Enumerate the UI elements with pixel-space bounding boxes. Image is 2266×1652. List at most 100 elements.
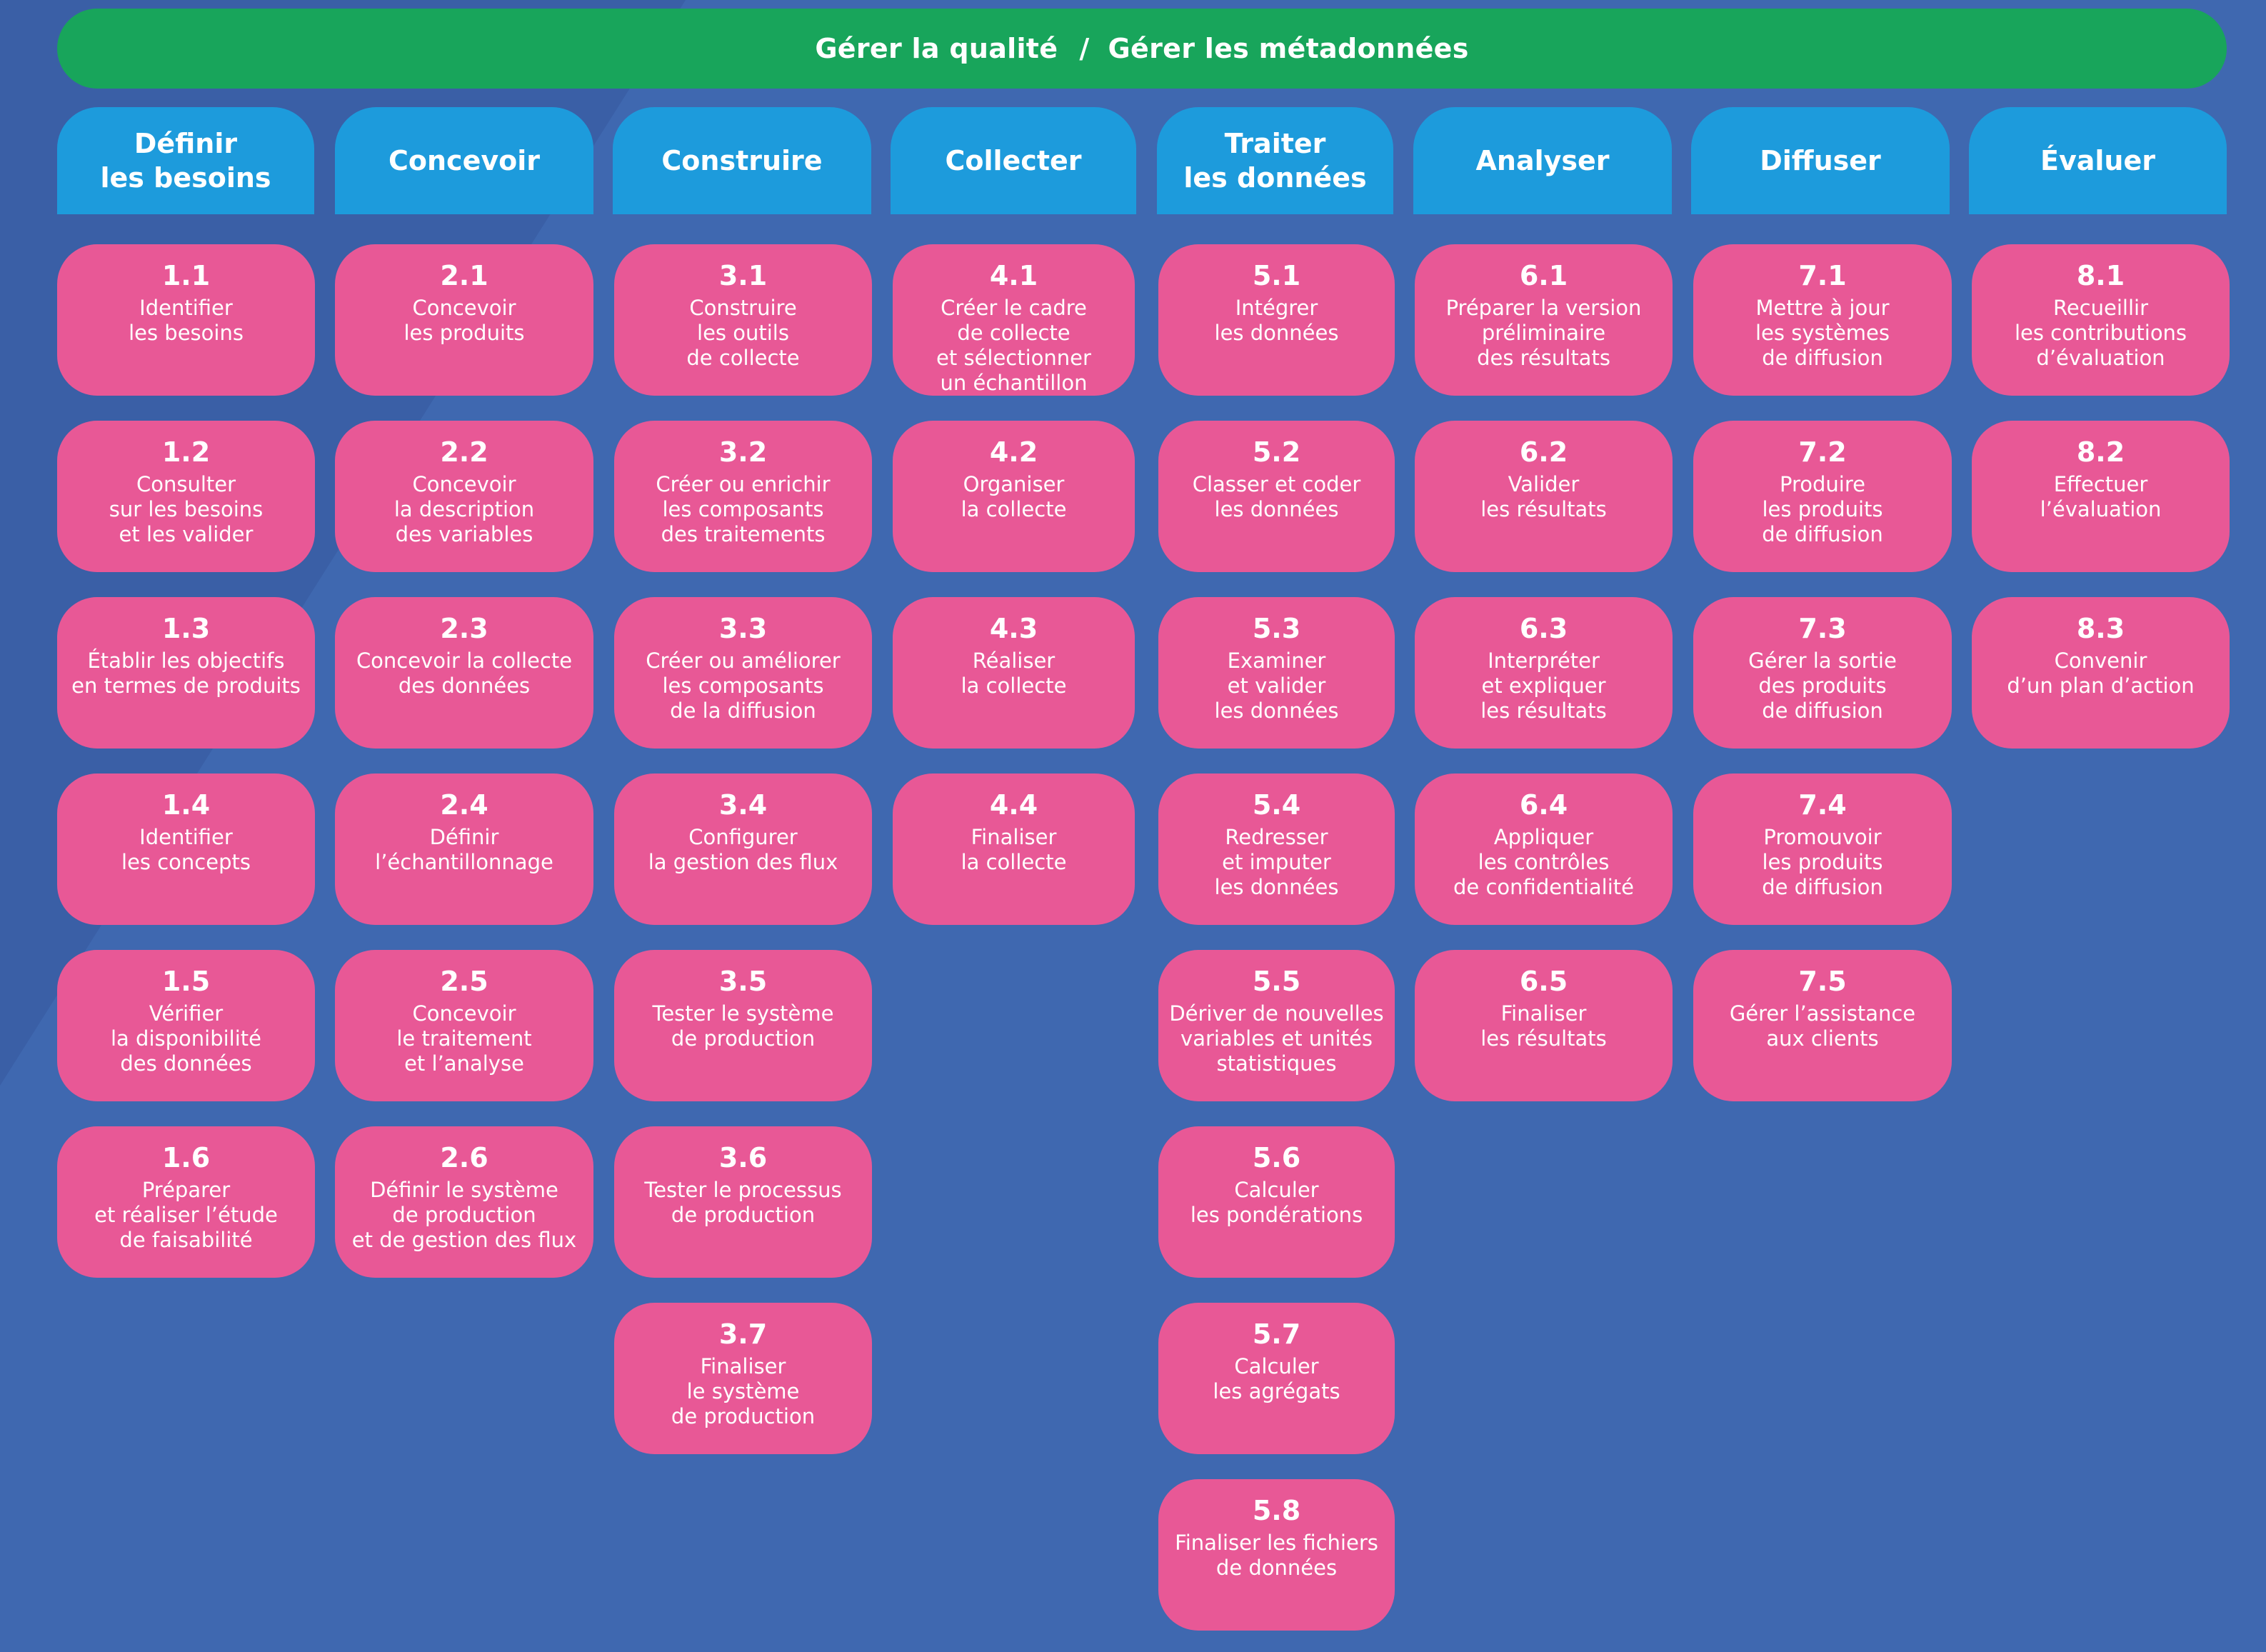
step-label: Construire les outils de collecte [686,296,800,370]
step-label: Identifier les concepts [121,825,251,874]
step-number: 6.3 [1519,613,1568,644]
step-number: 5.5 [1252,966,1301,997]
step-label: Dériver de nouvelles variables et unités… [1169,1001,1384,1076]
step-label: Promouvoir les produits de diffusion [1762,825,1883,899]
step-number: 4.4 [989,789,1038,821]
step-label: Classer et coder les données [1192,472,1361,521]
step-label: Convenir d’un plan d’action [2007,649,2195,698]
phase-header-2: Concevoir [335,107,593,214]
step-number: 8.3 [2076,613,2125,644]
step-number: 5.8 [1252,1495,1301,1526]
step-label: Concevoir la description des variables [393,472,535,546]
step-label: Organiser la collecte [961,472,1067,521]
step-number: 7.5 [1798,966,1847,997]
step-number: 1.4 [161,789,211,821]
step-label: Définir l’échantillonnage [375,825,553,874]
step-number: 5.4 [1252,789,1301,821]
step-number: 4.3 [989,613,1038,644]
step-label: Gérer la sortie des produits de diffusio… [1748,649,1897,723]
step-number: 7.4 [1798,789,1847,821]
step-label: Préparer la version préliminaire des rés… [1445,296,1642,370]
step-label: Consulter sur les besoins et les valider [109,472,264,546]
step-number: 5.7 [1252,1318,1301,1350]
phase-header-8: Évaluer [1969,107,2227,214]
step-number: 1.3 [161,613,211,644]
step-label: Préparer et réaliser l’étude de faisabil… [94,1178,278,1252]
step-label: Redresser et imputer les données [1214,825,1339,899]
step-number: 7.2 [1798,436,1847,468]
phase-header-3: Construire [613,107,871,214]
banner-metadata-label: Gérer les métadonnées [1108,33,1469,64]
step-number: 1.1 [161,260,211,291]
step-label: Réaliser la collecte [961,649,1067,698]
step-label: Appliquer les contrôles de confidentiali… [1453,825,1634,899]
step-label: Calculer les agrégats [1213,1354,1340,1403]
phase-header-1: Définir les besoins [57,107,314,214]
step-label: Créer le cadre de collecte et sélectionn… [936,296,1091,395]
step-number: 3.2 [718,436,768,468]
step-number: 5.2 [1252,436,1301,468]
step-number: 4.1 [989,260,1038,291]
step-label: Vérifier la disponibilité des données [110,1001,261,1076]
step-label: Valider les résultats [1480,472,1607,521]
step-label: Effectuer l’évaluation [2040,472,2162,521]
step-number: 3.4 [718,789,768,821]
step-number: 2.1 [440,260,488,291]
step-number: 5.3 [1252,613,1301,644]
step-label: Finaliser le système de production [671,1354,816,1428]
step-label: Recueillir les contributions d’évaluatio… [2014,296,2187,370]
step-label: Tester le processus de production [644,1178,842,1227]
step-number: 6.2 [1519,436,1568,468]
step-number: 2.3 [440,613,488,644]
cross-cutting-banner: Gérer la qualité / Gérer les métadonnées [57,9,2227,89]
step-label: Créer ou améliorer les composants de la … [646,649,841,723]
step-number: 3.7 [718,1318,768,1350]
step-label: Tester le système de production [652,1001,834,1051]
step-label: Identifier les besoins [129,296,244,345]
step-number: 3.3 [718,613,768,644]
step-label: Examiner et valider les données [1214,649,1339,723]
phase-header-7: Diffuser [1691,107,1950,214]
step-number: 6.4 [1519,789,1568,821]
step-label: Concevoir le traitement et l’analyse [396,1001,532,1076]
step-number: 3.6 [718,1142,768,1173]
banner-quality-label: Gérer la qualité [815,33,1058,64]
step-number: 5.6 [1252,1142,1301,1173]
step-label: Établir les objectifs en termes de produ… [71,649,301,698]
step-number: 7.3 [1798,613,1847,644]
step-number: 2.4 [440,789,488,821]
